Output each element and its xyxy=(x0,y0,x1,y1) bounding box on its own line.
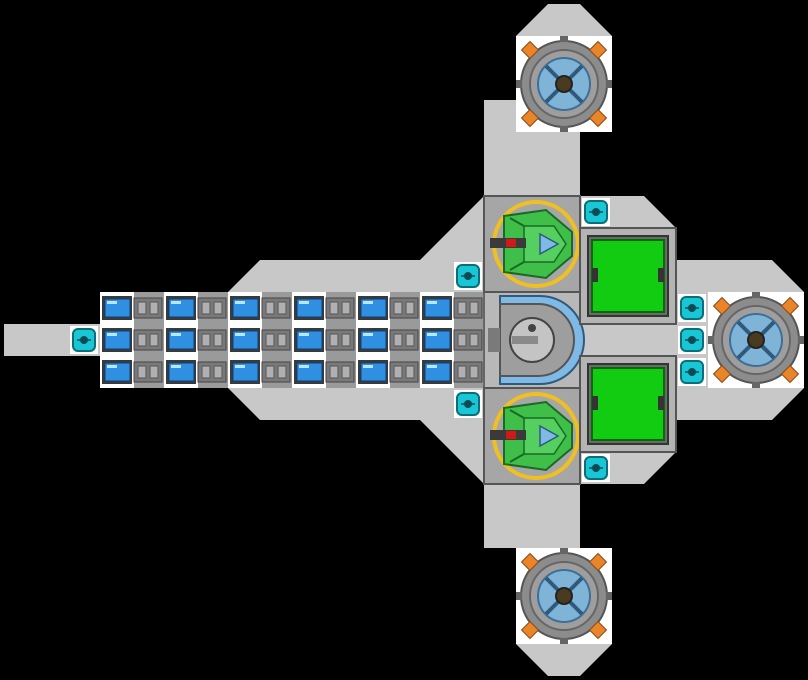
power-connector-icon[interactable] xyxy=(453,261,483,291)
turret-gun-icon[interactable] xyxy=(482,194,582,294)
battery-cell-icon[interactable] xyxy=(227,355,293,389)
battery-cell-icon[interactable] xyxy=(227,291,293,325)
turret-gun-icon[interactable] xyxy=(482,386,582,486)
battery-bank xyxy=(99,291,485,389)
ion-thruster-icon[interactable] xyxy=(706,290,806,390)
battery-cell-icon[interactable] xyxy=(355,323,421,357)
battery-cell-icon[interactable] xyxy=(419,355,485,389)
battery-cell-icon[interactable] xyxy=(163,323,229,357)
power-connector-icon[interactable] xyxy=(677,357,707,387)
battery-cell-icon[interactable] xyxy=(355,355,421,389)
battery-cell-icon[interactable] xyxy=(291,291,357,325)
battery-cell-icon[interactable] xyxy=(99,355,165,389)
battery-cell-icon[interactable] xyxy=(227,323,293,357)
power-connector-icon[interactable] xyxy=(453,389,483,419)
battery-cell-icon[interactable] xyxy=(163,291,229,325)
cargo-hold-icon[interactable] xyxy=(579,227,677,325)
battery-cell-icon[interactable] xyxy=(99,291,165,325)
power-connector-icon[interactable] xyxy=(677,325,707,355)
power-connector-icon[interactable] xyxy=(69,325,99,355)
cockpit-dome-icon[interactable] xyxy=(483,291,585,389)
ion-thruster-icon[interactable] xyxy=(514,546,614,646)
battery-cell-icon[interactable] xyxy=(419,291,485,325)
cargo-hold-icon[interactable] xyxy=(579,355,677,453)
power-connector-icon[interactable] xyxy=(677,293,707,323)
battery-cell-icon[interactable] xyxy=(419,323,485,357)
battery-cell-icon[interactable] xyxy=(355,291,421,325)
ion-thruster-icon[interactable] xyxy=(514,34,614,134)
battery-cell-icon[interactable] xyxy=(99,323,165,357)
power-connector-icon[interactable] xyxy=(581,453,611,483)
battery-cell-icon[interactable] xyxy=(163,355,229,389)
battery-cell-icon[interactable] xyxy=(291,323,357,357)
power-connector-icon[interactable] xyxy=(581,197,611,227)
battery-cell-icon[interactable] xyxy=(291,355,357,389)
